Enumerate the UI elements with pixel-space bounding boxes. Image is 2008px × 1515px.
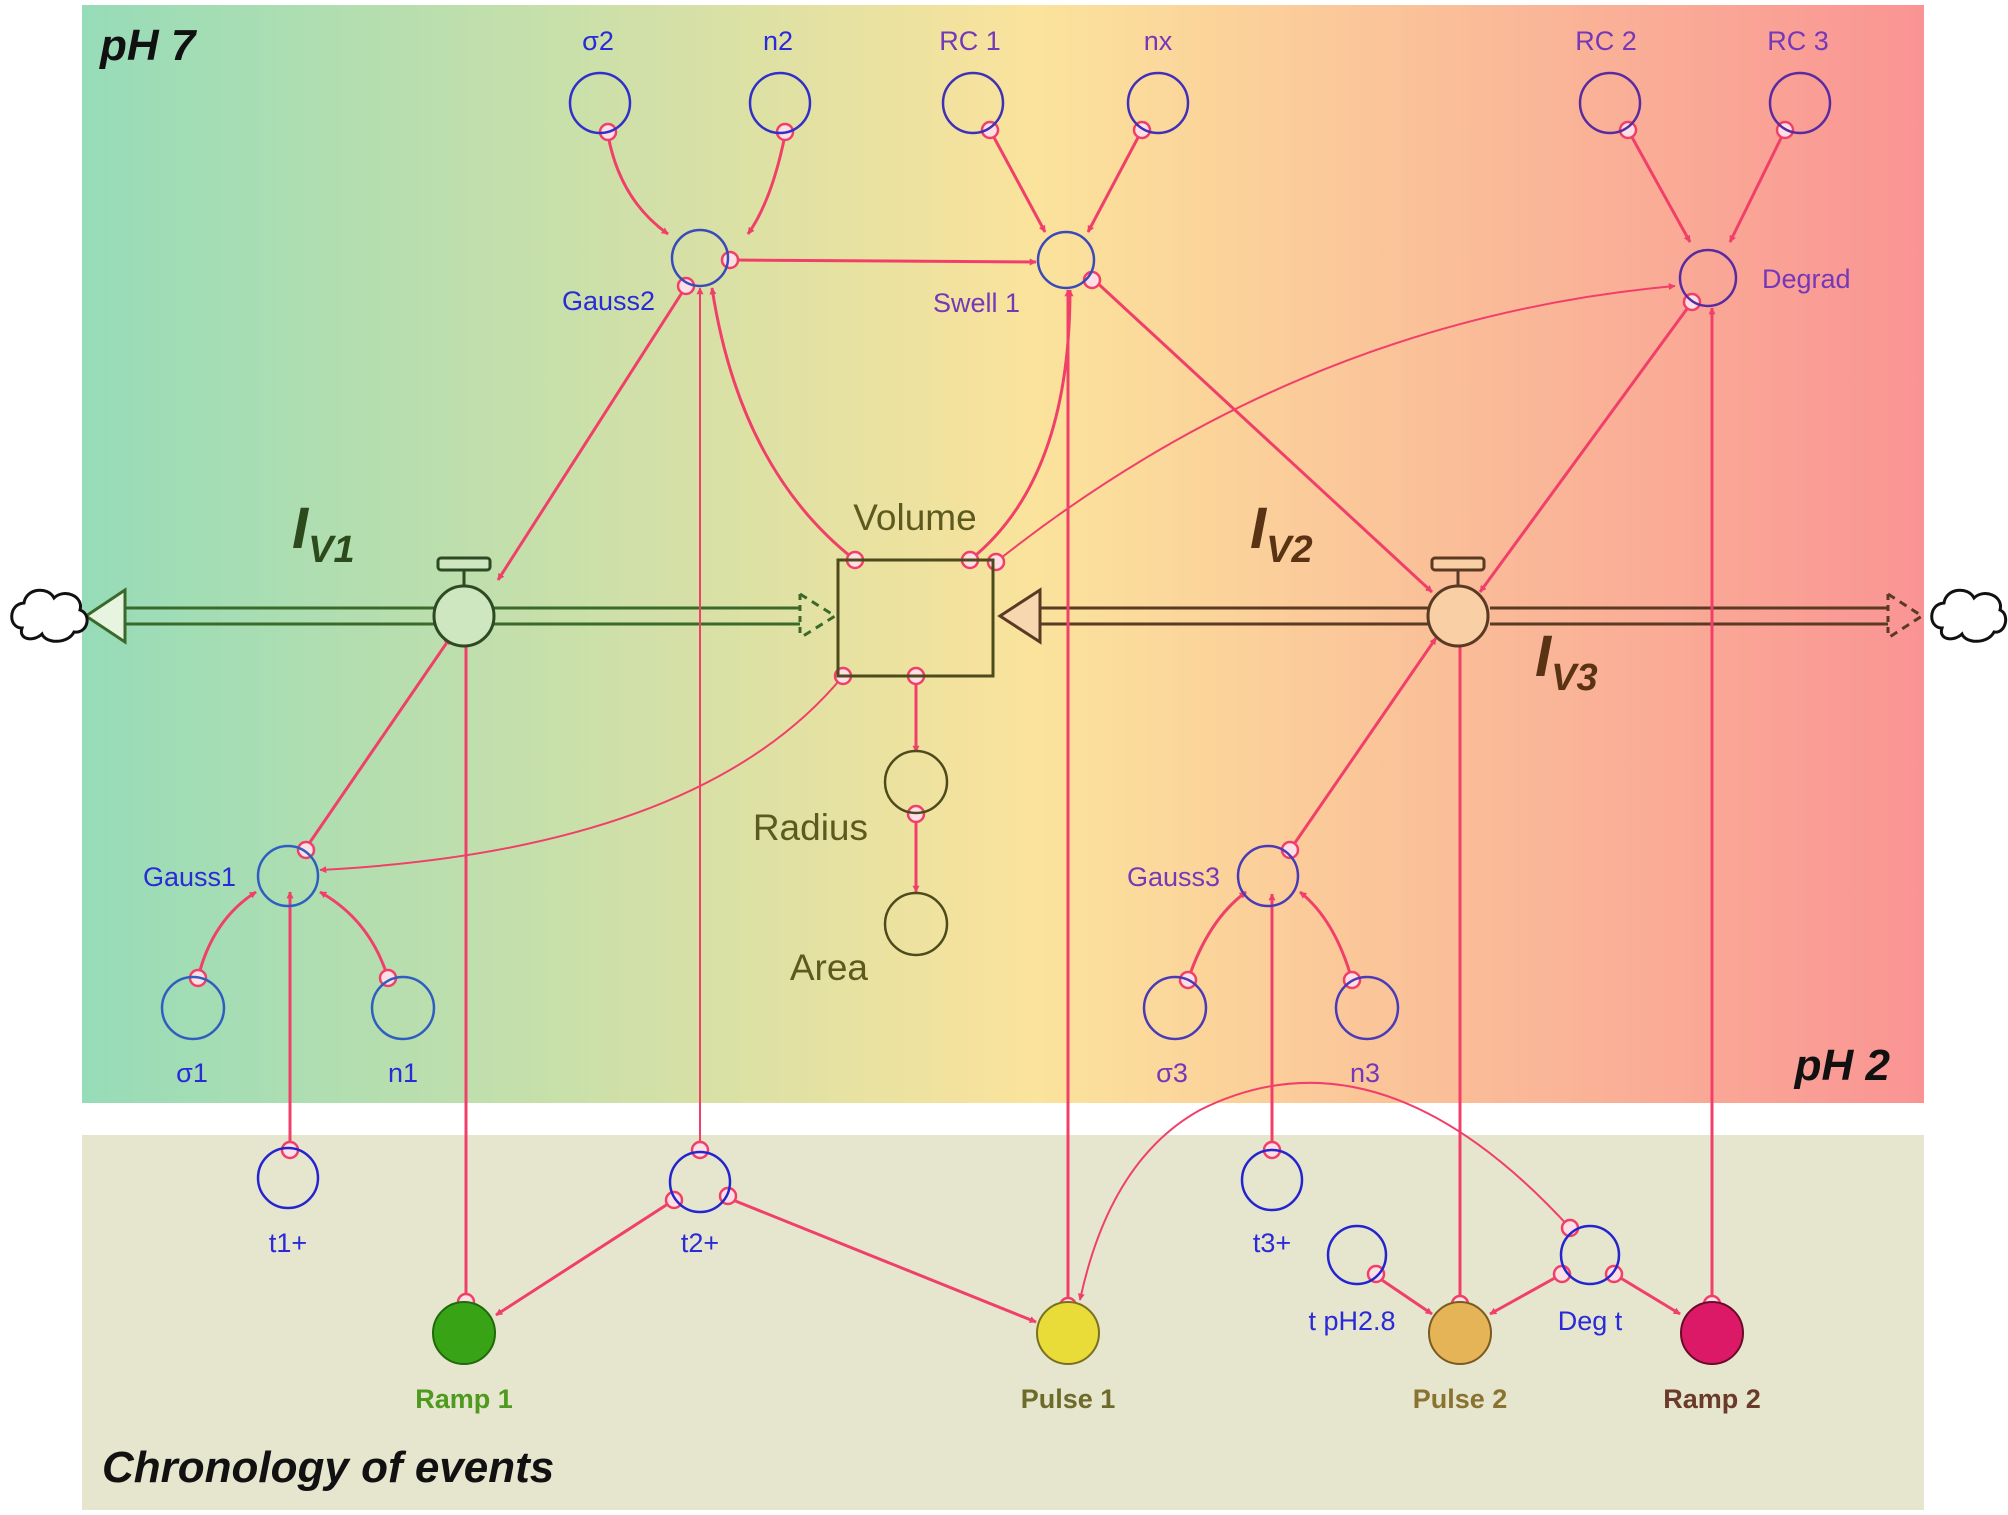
t2-node[interactable]: [668, 1150, 732, 1214]
nx-node[interactable]: [1126, 71, 1190, 135]
rc3-label: RC 3: [1767, 26, 1829, 56]
ramp1-label: Ramp 1: [415, 1384, 513, 1414]
swell1-node[interactable]: [1036, 230, 1096, 290]
n3-label: n3: [1350, 1058, 1380, 1088]
chronology-region: [82, 1135, 1924, 1510]
degt-label: Deg t: [1558, 1306, 1623, 1336]
gauss3-label: Gauss3: [1127, 862, 1220, 892]
source-cloud-icon: [10, 588, 89, 643]
rc1-label: RC 1: [939, 26, 1001, 56]
rc3-node[interactable]: [1768, 71, 1832, 135]
degrad-node[interactable]: [1678, 248, 1738, 308]
causal-links: [196, 129, 1787, 1324]
radius-label: Radius: [753, 807, 868, 848]
n1-node[interactable]: [370, 975, 436, 1041]
t3-node[interactable]: [1240, 1148, 1304, 1212]
sigma1-node[interactable]: [160, 975, 226, 1041]
sigma3-label: σ3: [1156, 1058, 1188, 1088]
sigma3-node[interactable]: [1142, 975, 1208, 1041]
ramp1-node[interactable]: [432, 1301, 496, 1365]
volume-stock[interactable]: [836, 558, 995, 678]
sigma1-label: σ1: [176, 1058, 208, 1088]
area-node[interactable]: [883, 891, 949, 957]
gauss1-node[interactable]: [256, 844, 320, 908]
gauss2-label: Gauss2: [562, 286, 655, 316]
ramp2-label: Ramp 2: [1663, 1384, 1761, 1414]
tph28-label: t pH2.8: [1308, 1306, 1395, 1336]
chronology-label: Chronology of events: [102, 1443, 554, 1492]
n2-node[interactable]: [748, 71, 812, 135]
iv1-valve[interactable]: [432, 556, 496, 648]
ramp2-node[interactable]: [1680, 1301, 1744, 1365]
radius-node[interactable]: [883, 749, 949, 815]
degt-node[interactable]: [1559, 1224, 1621, 1286]
volume-label: Volume: [853, 497, 976, 538]
degrad-label: Degrad: [1762, 264, 1851, 294]
area-label: Area: [790, 947, 869, 988]
gauss3-node[interactable]: [1236, 844, 1300, 908]
t2-label: t2+: [681, 1228, 719, 1258]
rc2-label: RC 2: [1575, 26, 1637, 56]
sink-cloud-icon: [1930, 588, 2008, 643]
rc1-node[interactable]: [941, 71, 1005, 135]
gauss2-node[interactable]: [670, 228, 730, 288]
pulse1-node[interactable]: [1036, 1301, 1100, 1365]
n2-label: n2: [763, 26, 793, 56]
iv3-label: IV3: [1535, 624, 1598, 699]
ph2-label: pH 2: [1794, 1041, 1891, 1090]
pulse1-label: Pulse 1: [1021, 1384, 1116, 1414]
iv2-iv3-valve[interactable]: [1426, 556, 1490, 648]
t1-label: t1+: [269, 1228, 307, 1258]
n3-node[interactable]: [1334, 975, 1400, 1041]
n1-label: n1: [388, 1058, 418, 1088]
rc2-node[interactable]: [1578, 71, 1642, 135]
sigma2-label: σ2: [582, 26, 614, 56]
gauss1-label: Gauss1: [143, 862, 236, 892]
flow-pipes: [83, 587, 1925, 645]
ph7-label: pH 7: [99, 21, 198, 70]
iv2-label: IV2: [1250, 496, 1313, 571]
ph-gradient-region: [82, 5, 1924, 1103]
nx-label: nx: [1144, 26, 1173, 56]
sigma2-node[interactable]: [568, 71, 632, 135]
t1-node[interactable]: [256, 1146, 320, 1210]
pulse2-label: Pulse 2: [1413, 1384, 1508, 1414]
swell1-label: Swell 1: [933, 288, 1020, 318]
tph28-node[interactable]: [1326, 1224, 1388, 1286]
iv1-label: IV1: [292, 496, 355, 571]
pulse2-node[interactable]: [1428, 1301, 1492, 1365]
t3-label: t3+: [1253, 1228, 1291, 1258]
